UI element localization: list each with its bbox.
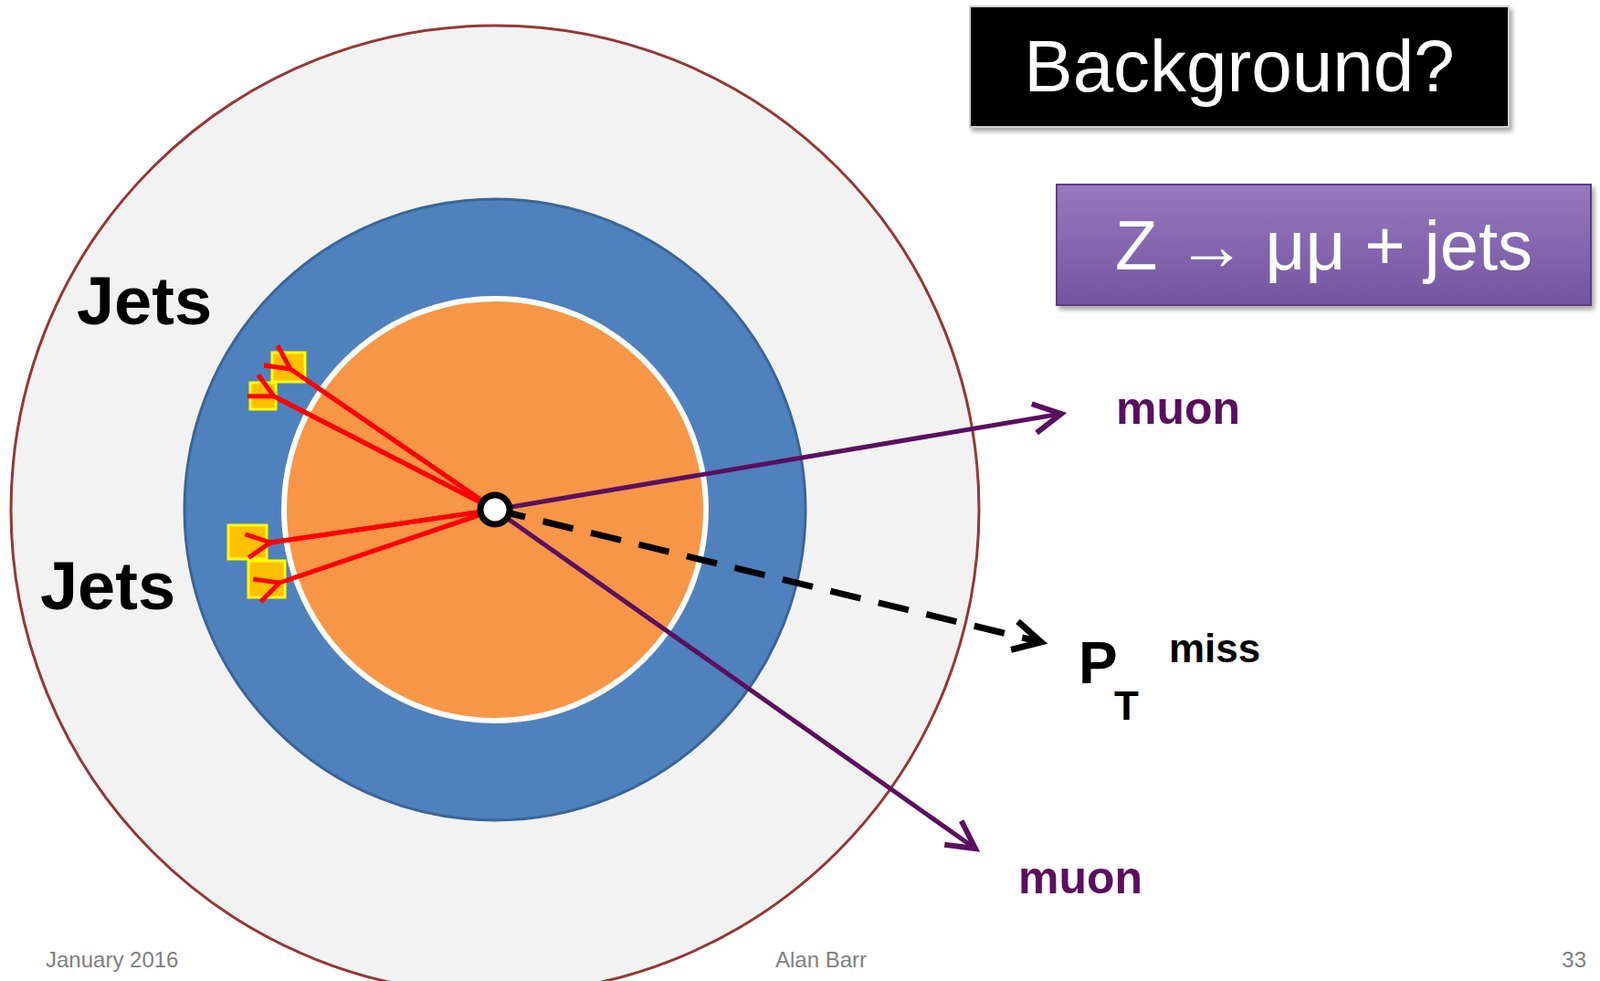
- muon-label: muon: [1018, 854, 1143, 901]
- calorimeter-ring: [184, 199, 806, 821]
- momentum-subscript: T: [1114, 685, 1139, 727]
- muon-label: muon: [1115, 385, 1241, 432]
- jet-arrows: [270, 368, 495, 583]
- tracker-core: [286, 301, 704, 718]
- missing-momentum-arrow: [494, 509, 1042, 643]
- box-text: Background?: [1023, 24, 1454, 109]
- muon-track: [494, 413, 1062, 510]
- box-text: Z → μμ + jets: [1115, 205, 1533, 285]
- page-number: 33: [1561, 948, 1587, 971]
- momentum-superscript: miss: [1168, 628, 1261, 669]
- muon-track: [494, 509, 976, 849]
- footer-author: Alan Barr: [775, 948, 867, 971]
- process-box: Z → μμ + jets: [1055, 183, 1592, 306]
- interaction-point: [480, 494, 510, 525]
- momentum-symbol: P: [1078, 633, 1118, 693]
- jet-arrows-top: [270, 368, 495, 583]
- outer-detector: [10, 25, 979, 981]
- jets-label: Jets: [40, 552, 176, 621]
- tracker-gap: [281, 295, 709, 724]
- footer-date: January 2016: [45, 948, 179, 971]
- heading-box: Background?: [968, 5, 1510, 128]
- jet-deposits: [228, 352, 306, 598]
- jets-label: Jets: [76, 267, 212, 336]
